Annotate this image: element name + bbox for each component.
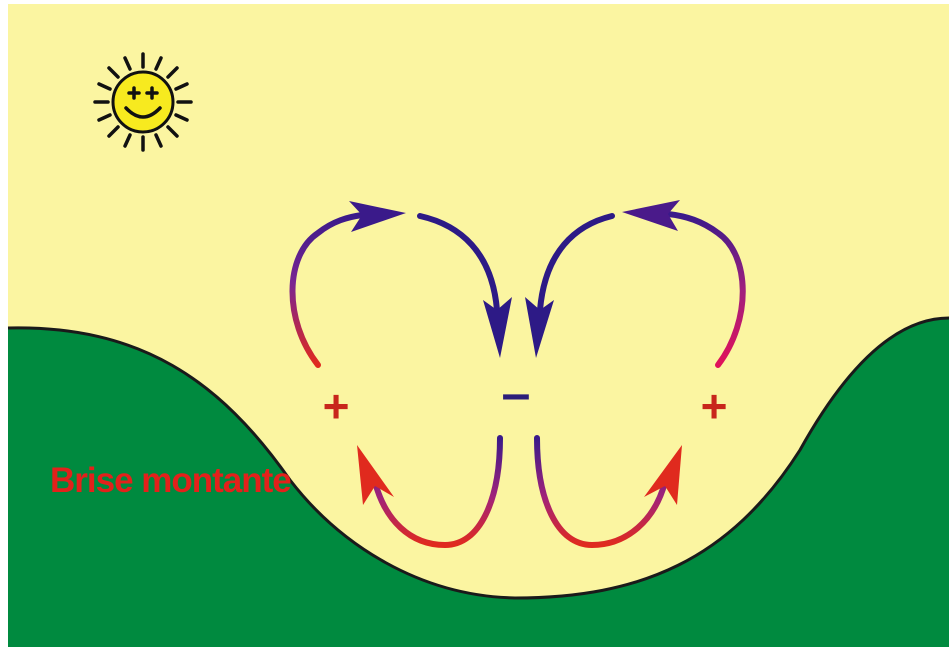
- smiling-sun-icon: [95, 54, 191, 150]
- sun-face: [113, 72, 173, 132]
- breeze-caption: Brise montante: [50, 461, 291, 500]
- high-pressure-left-sign: +: [323, 380, 350, 432]
- high-pressure-right-sign: +: [701, 380, 728, 432]
- low-pressure-center-sign: –: [502, 365, 531, 423]
